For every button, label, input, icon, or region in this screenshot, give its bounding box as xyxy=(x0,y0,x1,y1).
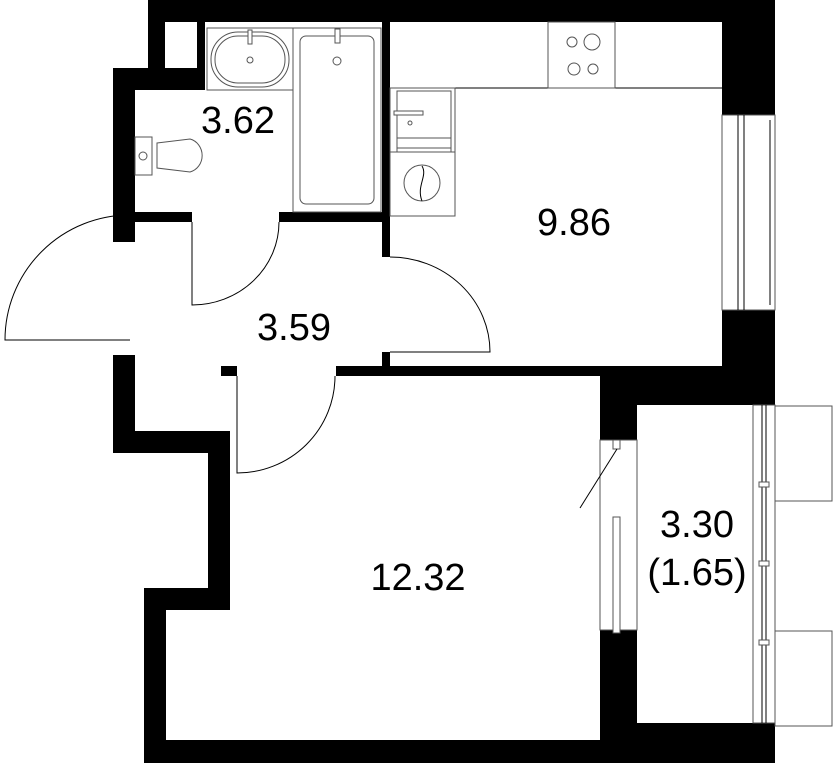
sash-open-bottom xyxy=(774,630,833,727)
bathroom-fixtures xyxy=(134,27,382,213)
kitchen-fixtures xyxy=(389,21,722,217)
hallway-area: 3.59 xyxy=(257,307,331,349)
room-labels: 3.62 3.59 9.86 12.32 3.30 (1.65) xyxy=(201,100,747,599)
balcony-reduced-area: (1.65) xyxy=(647,552,746,594)
stove-icon xyxy=(547,21,616,89)
bedroom-door xyxy=(236,375,336,474)
balcony-area: 3.30 xyxy=(660,504,734,546)
bathroom-area: 3.62 xyxy=(201,100,275,142)
walls xyxy=(113,0,775,763)
doors xyxy=(4,214,491,474)
kitchen-door xyxy=(389,256,491,353)
bathroom-door xyxy=(191,221,280,306)
bedroom-area: 12.32 xyxy=(370,557,465,599)
kitchen-window xyxy=(721,114,776,311)
sash-open-top xyxy=(774,405,833,502)
balcony-door-leaf xyxy=(579,448,618,509)
entrance-door xyxy=(4,214,131,341)
kitchen-area: 9.86 xyxy=(537,202,611,244)
balcony-door-window xyxy=(579,439,638,634)
balcony-glazing xyxy=(752,404,833,727)
